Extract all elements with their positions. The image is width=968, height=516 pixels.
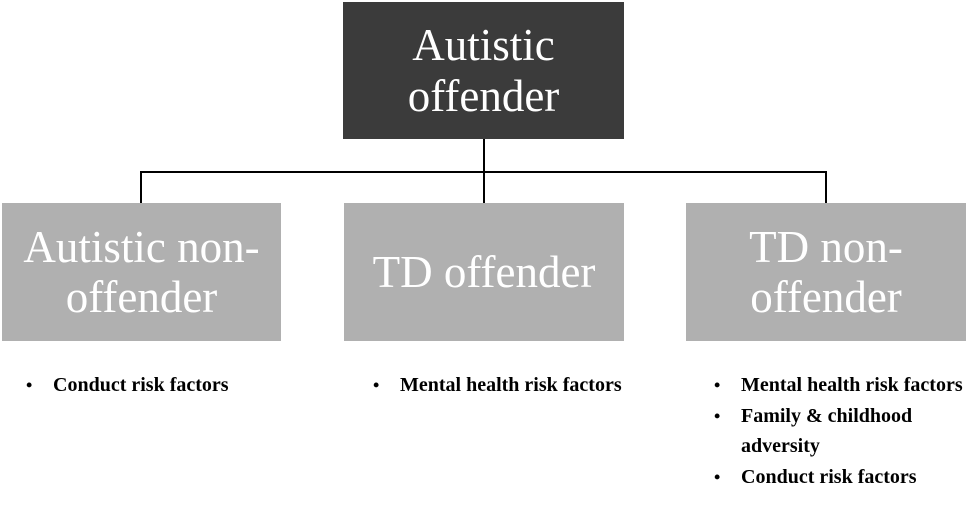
- bullet-icon: •: [714, 467, 721, 487]
- factor-item: • Family & childhood adversity: [705, 401, 965, 461]
- bullet-icon: •: [714, 375, 721, 395]
- factor-item: • Mental health risk factors: [705, 370, 965, 400]
- child-node-title-line2: offender: [65, 272, 218, 322]
- factor-label: Conduct risk factors: [741, 466, 917, 488]
- factor-label: Conduct risk factors: [53, 374, 229, 396]
- connector-root-trunk: [483, 139, 485, 172]
- child-node-autistic-non-offender: Autistic non- offender: [2, 203, 281, 341]
- factor-item: • Conduct risk factors: [705, 462, 965, 492]
- child-node-title-line2: offender: [750, 272, 902, 322]
- factor-list-td-non-offender: • Mental health risk factors • Family & …: [705, 370, 965, 493]
- child-node-td-non-offender: TD non- offender: [686, 203, 966, 341]
- connector-drop-autistic-non-offender: [140, 171, 142, 203]
- bullet-icon: •: [373, 375, 380, 395]
- connector-drop-td-offender: [483, 171, 485, 203]
- factor-label: Mental health risk factors: [741, 374, 963, 396]
- bullet-icon: •: [26, 375, 33, 395]
- child-node-td-offender: TD offender: [344, 203, 624, 341]
- child-node-title-line1: TD offender: [372, 246, 596, 297]
- child-node-title-line1: TD non-: [749, 221, 903, 272]
- factor-list-autistic-non-offender: • Conduct risk factors: [17, 370, 317, 401]
- connector-drop-td-non-offender: [825, 171, 827, 203]
- factor-label: Family & childhood adversity: [741, 405, 913, 457]
- factor-label: Mental health risk factors: [400, 374, 622, 396]
- root-node-title-line2: offender: [407, 70, 560, 121]
- root-node-title-line1: Autistic: [412, 20, 555, 71]
- root-node-autistic-offender: Autistic offender: [343, 2, 624, 139]
- child-node-title-line1: Autistic non-: [23, 221, 260, 272]
- factor-item: • Mental health risk factors: [364, 370, 644, 400]
- factor-item: • Conduct risk factors: [17, 370, 317, 400]
- bullet-icon: •: [714, 406, 721, 426]
- factor-list-td-offender: • Mental health risk factors: [364, 370, 644, 401]
